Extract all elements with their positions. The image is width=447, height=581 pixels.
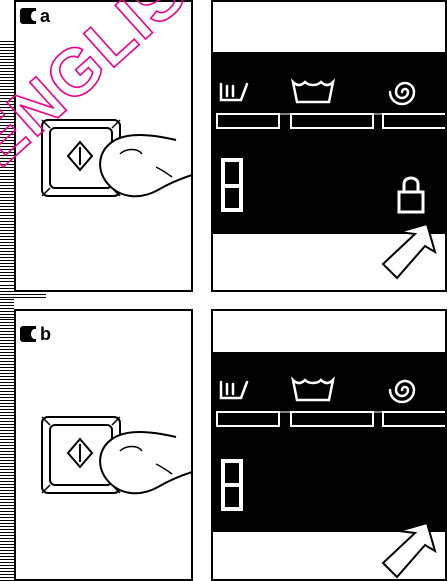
page-edge-stripe-bottom — [0, 318, 14, 581]
display-contents-b — [213, 311, 447, 581]
indicator-bars — [217, 114, 447, 128]
prewash-icon — [221, 382, 247, 398]
pressing-finger-icon — [100, 432, 193, 493]
padlock-icon — [399, 178, 423, 212]
panel-a-button: a — [14, 0, 193, 292]
page-edge-stripe-top — [0, 40, 14, 318]
digit-display — [223, 160, 241, 210]
spin-icon — [390, 83, 414, 104]
pointer-arrow-icon — [383, 523, 435, 577]
wash-icon — [293, 380, 333, 400]
wash-icon — [293, 82, 333, 102]
digit-display — [223, 461, 241, 509]
spin-icon — [390, 381, 414, 402]
panel-b-display — [211, 309, 447, 581]
display-contents-a — [213, 2, 447, 292]
panel-a-display — [211, 0, 447, 292]
button-hand-illustration-b — [16, 311, 193, 581]
panel-b-button: b — [14, 309, 193, 581]
prewash-icon — [221, 84, 247, 100]
pressing-finger-icon — [100, 135, 193, 196]
indicator-bars — [217, 412, 447, 426]
button-hand-illustration-a — [16, 2, 193, 292]
pointer-arrow-icon — [383, 224, 435, 278]
